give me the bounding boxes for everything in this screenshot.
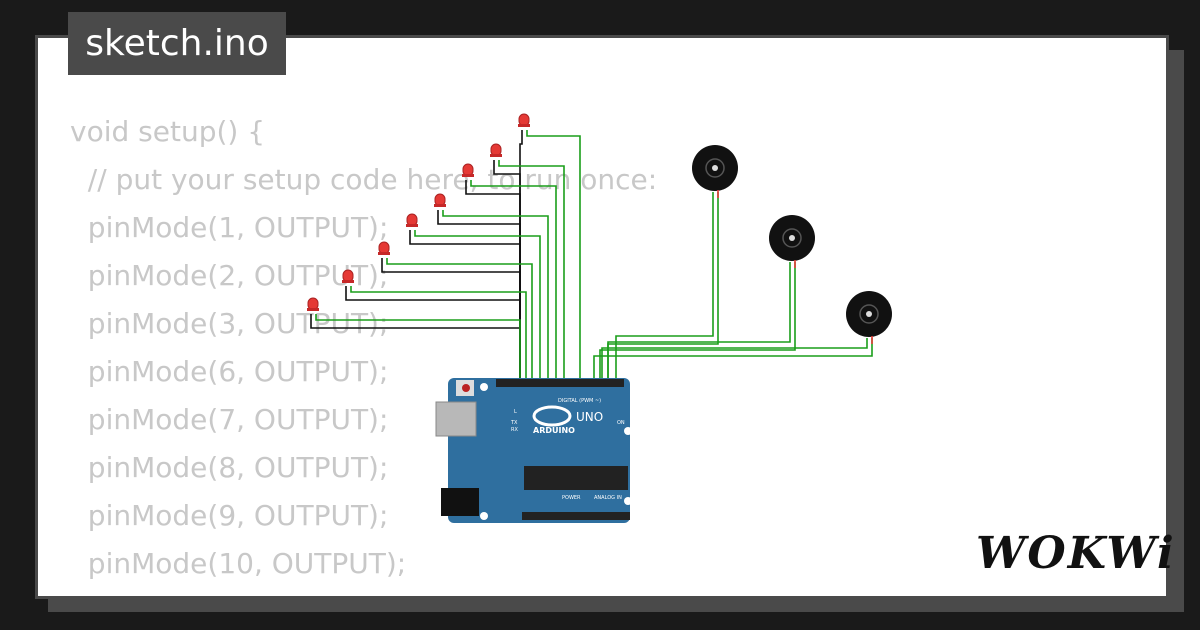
leds <box>307 113 530 311</box>
led-2[interactable] <box>490 143 502 157</box>
led-label-tx: TX <box>510 420 518 426</box>
led-8[interactable] <box>307 297 319 311</box>
wires <box>310 130 873 384</box>
buzzer-1[interactable] <box>692 145 738 198</box>
preview-card: void setup() { // put your setup code he… <box>35 35 1169 599</box>
buzzer-signal-wire <box>607 262 791 384</box>
led-7[interactable] <box>342 269 354 283</box>
board-brand: ARDUINO <box>533 426 575 435</box>
ground-wire <box>465 180 521 384</box>
ground-wire <box>345 286 521 384</box>
buzzer-ring <box>782 228 802 248</box>
led-base <box>490 154 502 157</box>
buzzer-center <box>866 311 872 317</box>
ground-wire <box>310 314 521 384</box>
code-line: pinMode(1, OUTPUT); <box>70 211 389 244</box>
code-line: pinMode(9, OUTPUT); <box>70 499 389 532</box>
code-line: pinMode(7, OUTPUT); <box>70 403 389 436</box>
led-5[interactable] <box>406 213 418 227</box>
digital-label: DIGITAL (PWM ~) <box>558 398 601 404</box>
buzzer-signal-wire <box>601 338 868 384</box>
analog-label: ANALOG IN <box>594 495 622 501</box>
led-base <box>406 224 418 227</box>
code-line: pinMode(8, OUTPUT); <box>70 451 389 484</box>
board-model: UNO <box>576 410 603 424</box>
code-preview: void setup() { // put your setup code he… <box>70 108 658 596</box>
buzzer-2[interactable] <box>769 215 815 268</box>
signal-wire <box>526 130 581 384</box>
buzzer-3[interactable] <box>846 291 892 344</box>
code-line: // put your setup code here, to run once… <box>70 163 658 196</box>
code-line: pinMode(10, OUTPUT); <box>70 547 407 580</box>
led-label-rx: RX <box>511 427 518 433</box>
buzzers <box>692 145 892 344</box>
buzzer-ring <box>859 304 879 324</box>
signal-wire <box>350 286 527 384</box>
led-base <box>434 204 446 207</box>
buzzer-center <box>789 235 795 241</box>
led-base <box>518 124 530 127</box>
power-label: POWER <box>562 495 581 501</box>
file-tab-label: sketch.ino <box>85 23 269 64</box>
buzzer-center <box>712 165 718 171</box>
signal-wire <box>386 258 533 384</box>
ground-wire <box>381 258 521 384</box>
led-base <box>307 308 319 311</box>
signal-wire <box>442 210 549 384</box>
led-6[interactable] <box>378 241 390 255</box>
signal-wire <box>470 180 557 384</box>
code-line: pinMode(2, OUTPUT); <box>70 259 389 292</box>
led-base <box>462 174 474 177</box>
code-line: pinMode(3, OUTPUT); <box>70 307 389 340</box>
buzzer-wire <box>599 262 796 384</box>
on-label: ON <box>617 420 625 426</box>
signal-wire <box>414 230 541 384</box>
led-label-l: L <box>514 409 517 415</box>
wokwi-logo: WOKWi <box>976 528 1176 579</box>
file-tab[interactable]: sketch.ino <box>68 12 286 75</box>
code-line: void setup() { <box>70 115 266 148</box>
led-1[interactable] <box>518 113 530 127</box>
arduino-uno-board[interactable]: UNO ARDUINO DIGITAL (PWM ~) POWER ANALOG… <box>435 378 632 523</box>
led-base <box>342 280 354 283</box>
ground-wire <box>409 230 521 384</box>
led-4[interactable] <box>434 193 446 207</box>
buzzer-ring <box>705 158 725 178</box>
code-line: pinMode(11, OUTPUT); <box>70 588 657 596</box>
signal-wire <box>498 160 565 384</box>
led-base <box>378 252 390 255</box>
buzzer-signal-wire <box>615 192 714 384</box>
signal-wire <box>315 314 521 384</box>
led-3[interactable] <box>462 163 474 177</box>
code-line: pinMode(6, OUTPUT); <box>70 355 389 388</box>
buzzer-wire <box>593 338 873 384</box>
